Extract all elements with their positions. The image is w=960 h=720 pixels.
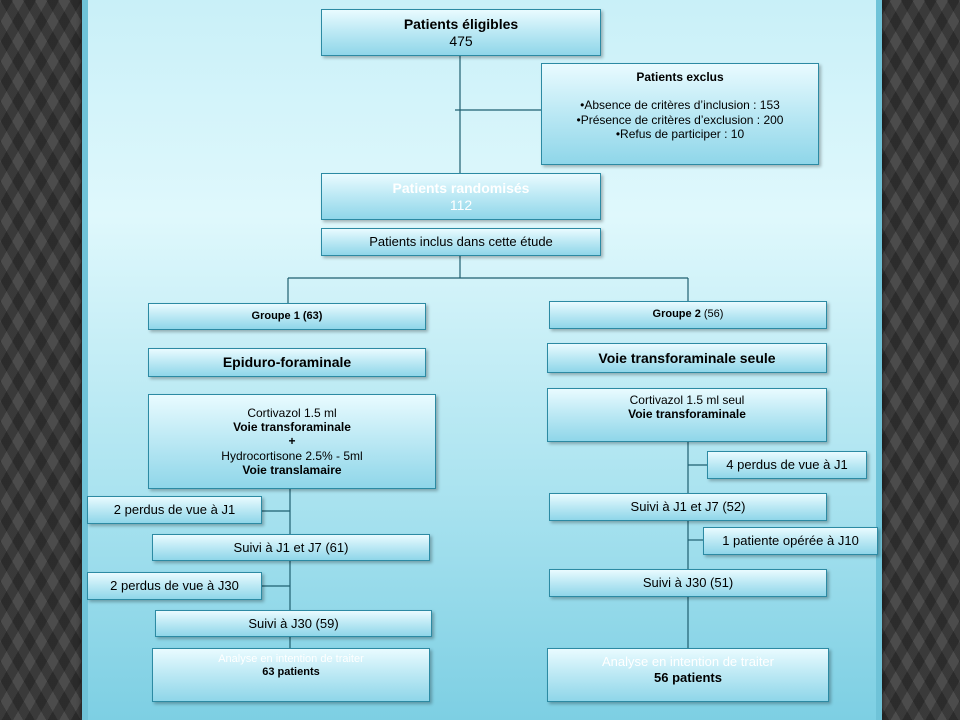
group1-route: Epiduro-foraminale: [222, 354, 352, 371]
group1-number: 1 (63): [293, 309, 323, 322]
group1-followup-j1-j7: Suivi à J1 et J7 (61): [233, 539, 349, 555]
group1-route-box: Epiduro-foraminale: [148, 348, 426, 377]
group2-number: (56): [703, 308, 724, 321]
group1-label: Groupe: [251, 309, 291, 322]
group1-followup-j30-box: Suivi à J30 (59): [155, 610, 432, 637]
group1-treatment-line4: Voie translamaire: [242, 463, 342, 478]
group2-followup-j1-j7: Suivi à J1 et J7 (52): [630, 499, 746, 515]
group2-lost-j1: 4 perdus de vue à J1: [726, 457, 848, 473]
excluded-item-refusal: •Refus de participer : 10: [615, 127, 745, 142]
group1-treatment-plus: +: [288, 434, 296, 449]
group2-analysis-count: 56 patients: [654, 669, 722, 685]
group2-followup-j30-box: Suivi à J30 (51): [549, 569, 827, 597]
eligible-count: 475: [449, 32, 473, 49]
group1-treatment-line3: Hydrocortisone 2.5% - 5ml: [221, 448, 363, 463]
group1-analysis-title: Analyse en intention de traiter: [218, 653, 364, 665]
group1-followup-j1-j7-box: Suivi à J1 et J7 (61): [152, 534, 430, 561]
group1-treatment-line2: Voie transforaminale: [233, 419, 351, 434]
group2-route: Voie transforaminale seule: [598, 349, 776, 366]
randomized-count: 112: [449, 196, 473, 213]
eligible-title: Patients éligibles: [403, 15, 519, 32]
group2-followup-j30: Suivi à J30 (51): [642, 575, 734, 591]
group2-header-box: Groupe 2 (56): [549, 301, 827, 329]
eligible-patients-box: Patients éligibles 475: [321, 9, 601, 56]
group2-followup-j1-j7-box: Suivi à J1 et J7 (52): [549, 493, 827, 521]
group1-lost-j1-box: 2 perdus de vue à J1: [87, 496, 262, 524]
included-patients-box: Patients inclus dans cette étude: [321, 228, 601, 256]
group2-route-box: Voie transforaminale seule: [547, 343, 827, 373]
included-label: Patients inclus dans cette étude: [369, 234, 553, 250]
randomized-title: Patients randomisés: [392, 179, 530, 196]
group2-analysis-title: Analyse en intention de traiter: [602, 654, 774, 669]
group2-lost-j1-box: 4 perdus de vue à J1: [707, 451, 867, 479]
group1-treatment-line1: Cortivazol 1.5 ml: [247, 405, 337, 420]
group2-operated-j10-box: 1 patiente opérée à J10: [703, 527, 878, 555]
group1-lost-j30: 2 perdus de vue à J30: [110, 578, 239, 594]
group2-treatment-line1: Cortivazol 1.5 ml seul: [629, 393, 745, 407]
group2-analysis-box: Analyse en intention de traiter 56 patie…: [547, 648, 829, 702]
group1-treatment-box: Cortivazol 1.5 ml Voie transforaminale +…: [148, 394, 436, 489]
group1-followup-j30: Suivi à J30 (59): [248, 615, 339, 631]
randomized-patients-box: Patients randomisés 112: [321, 173, 601, 220]
group2-treatment-box: Cortivazol 1.5 ml seul Voie transforamin…: [547, 388, 827, 442]
group2-label: Groupe 2: [652, 308, 701, 321]
group1-lost-j30-box: 2 perdus de vue à J30: [87, 572, 262, 600]
group2-treatment-line2: Voie transforaminale: [628, 407, 746, 422]
excluded-item-exclusion: •Présence de critères d’exclusion : 200: [576, 112, 784, 127]
group1-analysis-box: Analyse en intention de traiter 63 patie…: [152, 648, 430, 702]
excluded-item-inclusion: •Absence de critères d’inclusion : 153: [580, 98, 780, 113]
group1-lost-j1: 2 perdus de vue à J1: [113, 502, 236, 518]
excluded-patients-box: Patients exclus •Absence de critères d’i…: [541, 63, 819, 165]
group2-operated-j10: 1 patiente opérée à J10: [722, 533, 859, 549]
group1-analysis-count: 63 patients: [262, 666, 320, 679]
group1-header-box: Groupe 1 (63): [148, 303, 426, 330]
excluded-title: Patients exclus: [636, 70, 724, 84]
